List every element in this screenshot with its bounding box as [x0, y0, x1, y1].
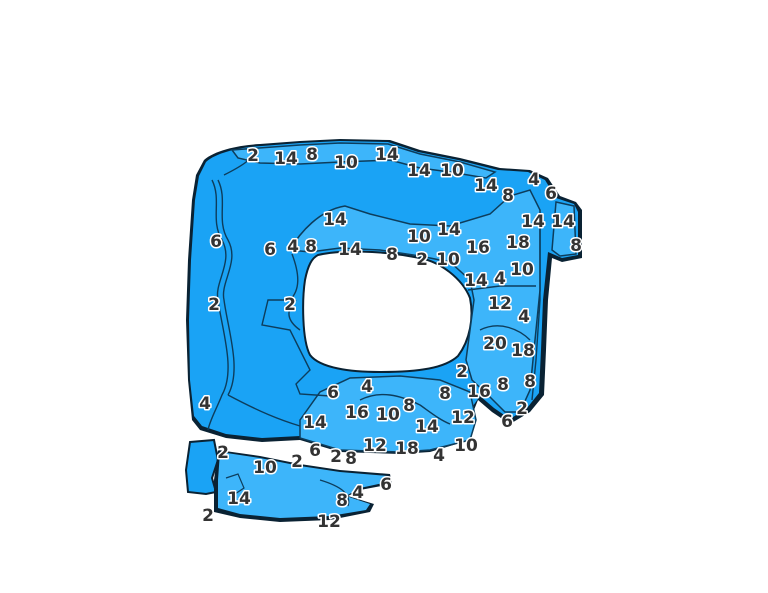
inner-region-right-strip	[551, 201, 577, 257]
contour-label: 6	[380, 475, 392, 495]
island-main-fill	[218, 452, 388, 518]
contour-label: 6	[327, 383, 339, 403]
contour-label: 8	[497, 375, 509, 395]
contour-label: 14	[464, 271, 488, 291]
contour-label: 12	[363, 436, 387, 456]
contour-label: 4	[361, 377, 373, 397]
contour-label: 4	[518, 307, 530, 327]
contour-label: 8	[386, 245, 398, 265]
contour-label: 2	[416, 250, 428, 270]
contour-label: 8	[570, 236, 582, 256]
contour-label: 12	[451, 408, 475, 428]
contour-label: 2	[217, 443, 229, 463]
contour-label: 10	[510, 260, 534, 280]
contour-label: 14	[303, 413, 327, 433]
contour-label: 8	[524, 372, 536, 392]
contour-label: 2	[284, 295, 296, 315]
contour-label: 10	[454, 436, 478, 456]
contour-label: 16	[466, 238, 490, 258]
contour-label: 14	[338, 240, 362, 260]
contour-label: 12	[488, 294, 512, 314]
main-landmass	[186, 139, 582, 454]
southern-island	[184, 438, 392, 522]
contour-label: 6	[210, 232, 222, 252]
contour-label: 2	[330, 447, 342, 467]
contour-label: 4	[528, 170, 540, 190]
contour-label: 8	[403, 396, 415, 416]
contour-label: 8	[336, 491, 348, 511]
contour-label: 14	[274, 149, 298, 169]
contour-label: 4	[494, 269, 506, 289]
contour-label: 16	[345, 403, 369, 423]
landmass-hole	[302, 250, 473, 374]
contour-label: 14	[407, 161, 431, 181]
contour-lines	[207, 149, 541, 431]
contour-label: 20	[483, 334, 507, 354]
contour-label: 14	[474, 176, 498, 196]
contour-label: 14	[227, 489, 251, 509]
island-contour-lines	[225, 473, 350, 507]
contour-label: 4	[352, 483, 364, 503]
contour-label: 14	[375, 145, 399, 165]
inner-region-lower	[299, 375, 477, 453]
inner-region-upper	[288, 189, 541, 413]
contour-label: 10	[253, 458, 277, 478]
contour-label: 8	[306, 145, 318, 165]
contour-label: 2	[291, 452, 303, 472]
contour-label: 4	[287, 237, 299, 257]
contour-label: 4	[199, 394, 211, 414]
contour-label: 18	[506, 233, 530, 253]
contour-label: 14	[415, 417, 439, 437]
contour-label: 14	[437, 220, 461, 240]
contour-label: 6	[264, 240, 276, 260]
contour-label: 8	[502, 186, 514, 206]
contour-label: 6	[545, 184, 557, 204]
contour-label: 6	[309, 441, 321, 461]
contour-label: 10	[376, 405, 400, 425]
contour-label: 2	[516, 399, 528, 419]
contour-label: 2	[202, 506, 214, 526]
contour-label: 6	[501, 412, 513, 432]
contour-label: 12	[317, 512, 341, 532]
contour-label: 8	[305, 237, 317, 257]
contour-label: 2	[456, 362, 468, 382]
contour-label: 2	[208, 295, 220, 315]
contour-label: 4	[433, 446, 445, 466]
contour-label: 18	[395, 439, 419, 459]
inner-region-top	[230, 142, 497, 179]
contour-label: 10	[334, 153, 358, 173]
contour-label: 14	[521, 212, 545, 232]
contour-label: 14	[551, 212, 575, 232]
contour-label: 2	[247, 146, 259, 166]
island-left-lobe	[184, 438, 220, 496]
contour-label: 18	[511, 341, 535, 361]
contour-label: 10	[440, 161, 464, 181]
contour-label: 10	[407, 227, 431, 247]
contour-label: 14	[323, 210, 347, 230]
contour-label: 16	[467, 382, 491, 402]
contour-label: 8	[439, 384, 451, 404]
contour-label: 10	[436, 250, 460, 270]
contour-label: 8	[345, 449, 357, 469]
